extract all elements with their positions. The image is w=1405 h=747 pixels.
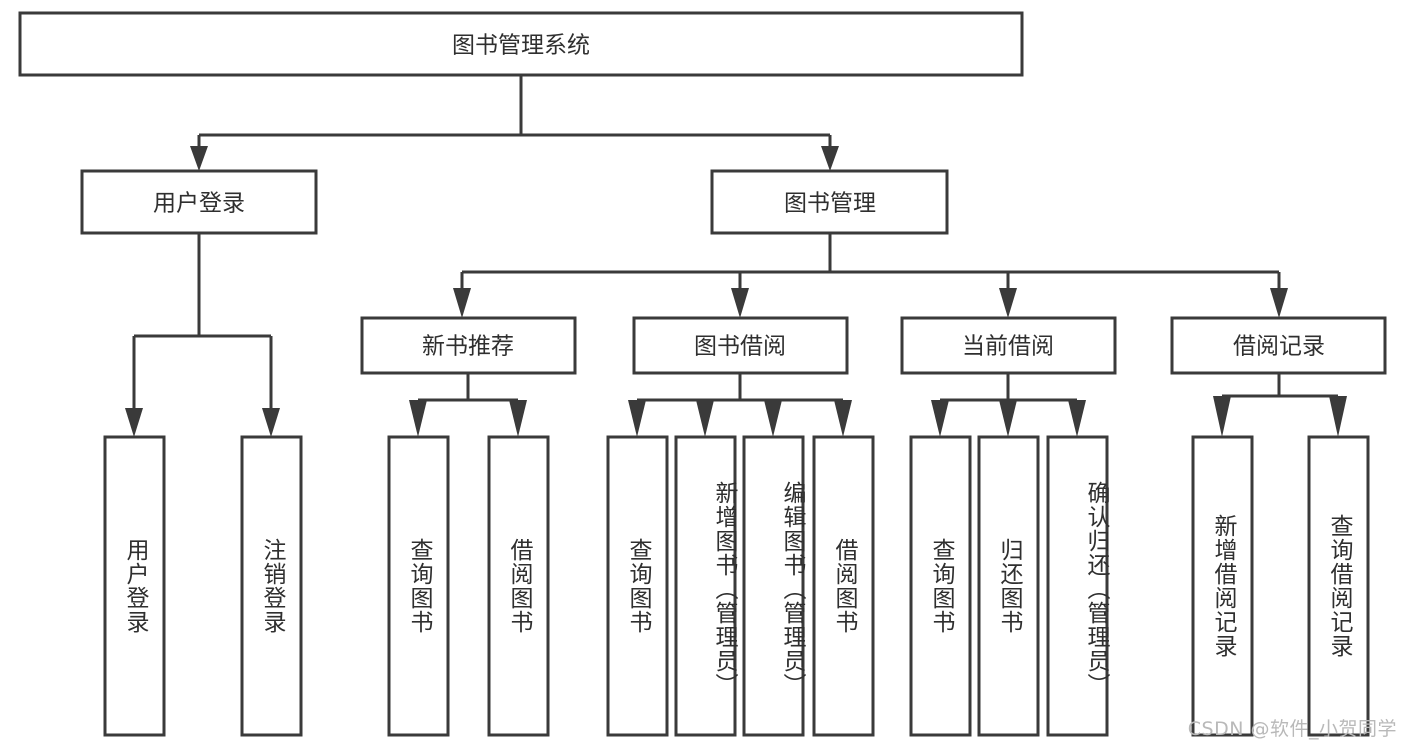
node-borrow-record-label: 借阅记录 — [1233, 334, 1325, 360]
node-leaf-query-book-rec[interactable] — [387, 435, 450, 737]
arrow-to-leaf-return-book — [999, 400, 1017, 437]
arrow-to-leaf-query-book-a — [409, 400, 427, 437]
arrow-to-book-mgmt — [821, 146, 839, 171]
node-leaf-return-book[interactable] — [977, 435, 1040, 737]
node-book-management[interactable] — [710, 169, 949, 235]
arrow-to-leaf-query-book-b — [628, 400, 646, 437]
arrow-to-current-borrow — [999, 288, 1017, 318]
arrow-to-leaf-add-book — [696, 400, 714, 437]
arrow-to-user-login — [190, 146, 208, 171]
node-leaf-logout[interactable] — [240, 435, 303, 737]
node-root-label: 图书管理系统 — [452, 33, 590, 59]
arrow-to-leaf-borrow-book-a — [509, 400, 527, 437]
node-leaf-add-book-admin[interactable] — [674, 435, 737, 737]
arrow-to-borrow-record — [1270, 288, 1288, 318]
arrow-to-book-borrow — [731, 288, 749, 318]
node-current-borrow[interactable] — [900, 316, 1117, 375]
node-book-borrow[interactable] — [632, 316, 849, 375]
node-leaf-borrow-book-borrow[interactable] — [812, 435, 875, 737]
node-new-book-recommend[interactable] — [360, 316, 577, 375]
csdn-watermark: CSDN @软件_小贺同学 — [1187, 718, 1397, 740]
node-leaf-query-book-borrow[interactable] — [606, 435, 669, 737]
node-leaf-query-book-current[interactable] — [909, 435, 972, 737]
node-leaf-edit-book-admin[interactable] — [742, 435, 805, 737]
arrow-to-new-book-rec — [453, 288, 471, 318]
node-new-book-recommend-label: 新书推荐 — [422, 334, 514, 360]
node-leaf-confirm-return-admin[interactable] — [1046, 435, 1109, 737]
node-book-management-label: 图书管理 — [784, 191, 876, 217]
node-root-book-mgmt-system[interactable] — [18, 11, 1024, 77]
arrow-to-leaf-add-record — [1213, 396, 1231, 437]
node-leaf-query-borrow-record[interactable] — [1307, 435, 1370, 737]
arrow-to-leaf-edit-book — [764, 400, 782, 437]
arrow-to-leaf-borrow-book-b — [834, 400, 852, 437]
arrow-to-leaf-confirm-return — [1068, 400, 1086, 437]
node-user-login[interactable] — [80, 169, 318, 235]
node-layer: 图书管理系统 用户登录 图书管理 新书推荐 图书借阅 当前借阅 借阅记录 — [18, 11, 1387, 737]
arrow-to-leaf-logout — [262, 408, 280, 437]
node-leaf-borrow-book-rec[interactable] — [487, 435, 550, 737]
arrow-to-leaf-user-login — [125, 408, 143, 437]
node-user-login-label: 用户登录 — [153, 191, 245, 217]
connector-layer — [125, 76, 1347, 437]
node-leaf-add-borrow-record[interactable] — [1191, 435, 1254, 737]
node-book-borrow-label: 图书借阅 — [694, 334, 786, 360]
node-leaf-user-login[interactable] — [103, 435, 166, 737]
arrow-to-leaf-query-record — [1329, 396, 1347, 437]
node-borrow-record[interactable] — [1170, 316, 1387, 375]
arrow-to-leaf-query-book-c — [931, 400, 949, 437]
node-current-borrow-label: 当前借阅 — [962, 334, 1054, 360]
